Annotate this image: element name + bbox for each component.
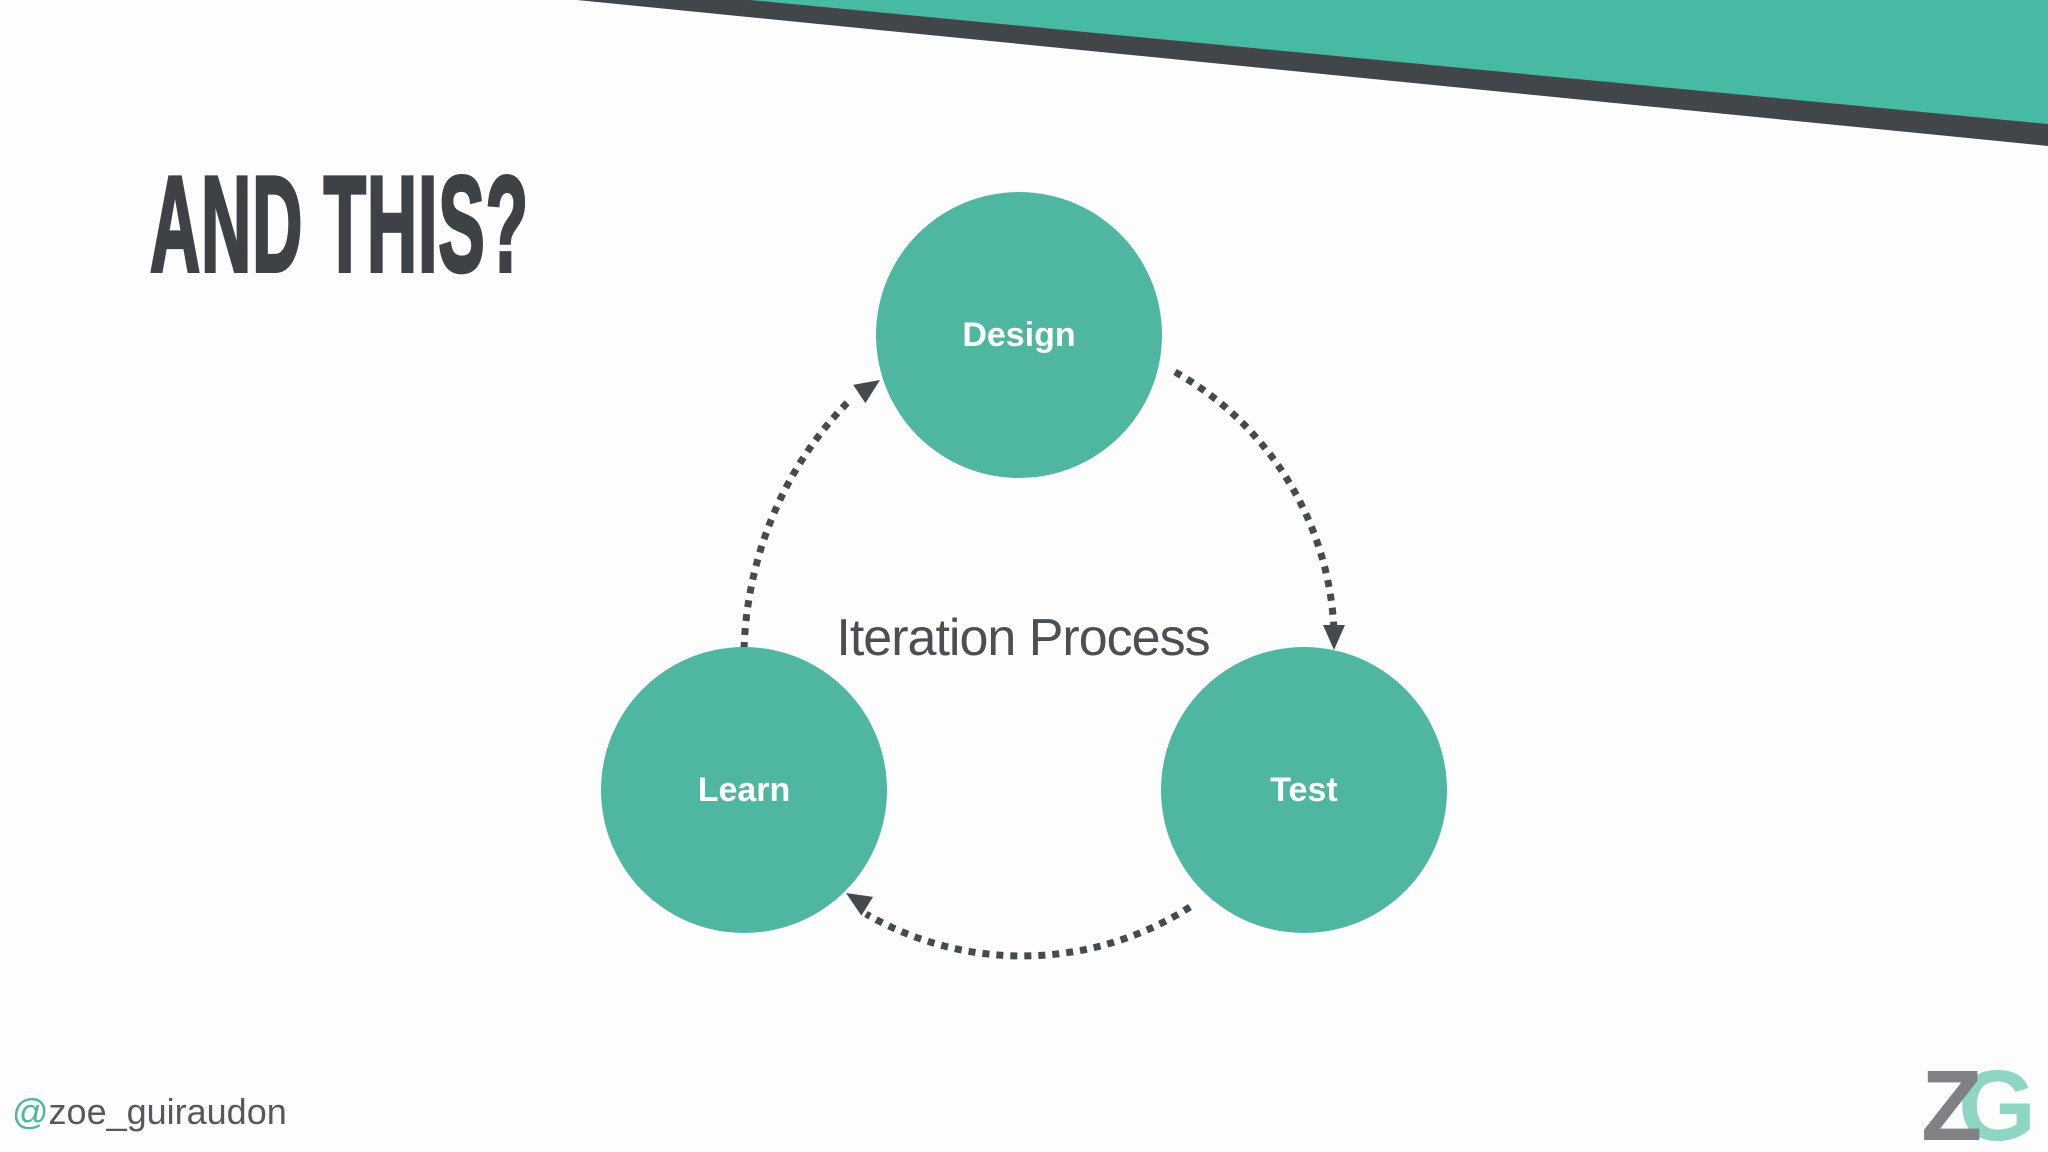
logo-letter-g: G bbox=[1958, 1050, 2036, 1152]
node-label-learn: Learn bbox=[698, 771, 791, 809]
arrow-design-to-test bbox=[1173, 368, 1338, 631]
arrow-learn-to-design bbox=[740, 395, 855, 650]
zg-logo: ZG bbox=[1921, 1056, 2036, 1152]
slide-title: AND THIS? bbox=[149, 148, 530, 300]
logo-letter-z: Z bbox=[1921, 1050, 1983, 1152]
handle-text: zoe_guiraudon bbox=[48, 1091, 287, 1132]
at-symbol: @ bbox=[12, 1091, 49, 1132]
node-label-design: Design bbox=[962, 316, 1075, 354]
diagram-center-label: Iteration Process bbox=[836, 609, 1209, 667]
arrowhead-design-to-test-icon bbox=[1323, 625, 1345, 650]
node-circle-learn bbox=[601, 647, 887, 933]
banner-teal-shape bbox=[750, 0, 2048, 124]
footer-handle: @zoe_guiraudon bbox=[12, 1094, 287, 1130]
node-circle-design bbox=[876, 192, 1162, 478]
node-circle-test bbox=[1161, 647, 1447, 933]
node-label-test: Test bbox=[1270, 771, 1337, 809]
arrowhead-test-to-learn-icon bbox=[846, 893, 874, 916]
arrowhead-learn-to-design-icon bbox=[853, 380, 880, 404]
arrow-test-to-learn bbox=[864, 904, 1192, 960]
top-banner bbox=[577, 0, 2048, 146]
